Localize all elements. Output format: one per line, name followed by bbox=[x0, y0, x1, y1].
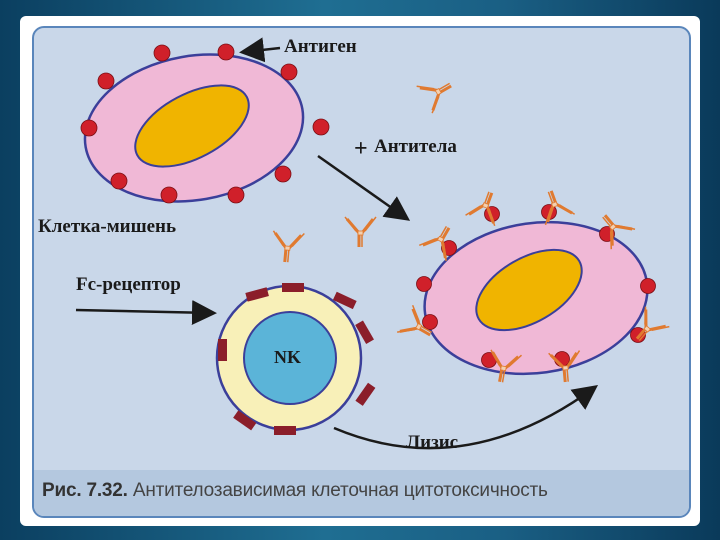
target-cell-top bbox=[80, 43, 330, 204]
antigens-top bbox=[80, 43, 330, 204]
antibodies-label: Антитела bbox=[374, 136, 457, 157]
nucleus-bottom bbox=[475, 248, 583, 332]
lysis-label: Лизис bbox=[406, 432, 458, 453]
free-antibody-2 bbox=[343, 215, 378, 249]
target-cell-label: Клетка-мишень bbox=[38, 216, 176, 237]
adcc-diagram: Антиген + Антитела Клетка-мишень Fc-реце… bbox=[38, 36, 671, 453]
fc-receptors bbox=[218, 283, 376, 435]
plus-sign: + bbox=[354, 136, 368, 162]
caption-number: Рис. 7.32. bbox=[42, 480, 128, 501]
free-antibody-1 bbox=[415, 69, 460, 115]
caption-text: Антителозависимая клеточная цитотоксично… bbox=[132, 480, 548, 501]
caption-bar: Рис. 7.32. Антителозависимая клеточная ц… bbox=[34, 470, 689, 516]
free-antibody-3 bbox=[269, 229, 306, 265]
nk-nucleus bbox=[243, 311, 337, 405]
nk-cell: NK bbox=[215, 283, 376, 435]
nucleus-top bbox=[134, 84, 250, 168]
target-cell-bottom bbox=[395, 184, 671, 387]
figure-caption: Рис. 7.32. Антителозависимая клеточная ц… bbox=[42, 480, 548, 502]
antigen-label: Антиген bbox=[284, 36, 357, 57]
nk-label: NK bbox=[274, 347, 301, 367]
figure-panel: Антиген + Антитела Клетка-мишень Fc-реце… bbox=[32, 26, 691, 518]
fc-receptor-label: Fc-рецептор bbox=[76, 274, 181, 295]
